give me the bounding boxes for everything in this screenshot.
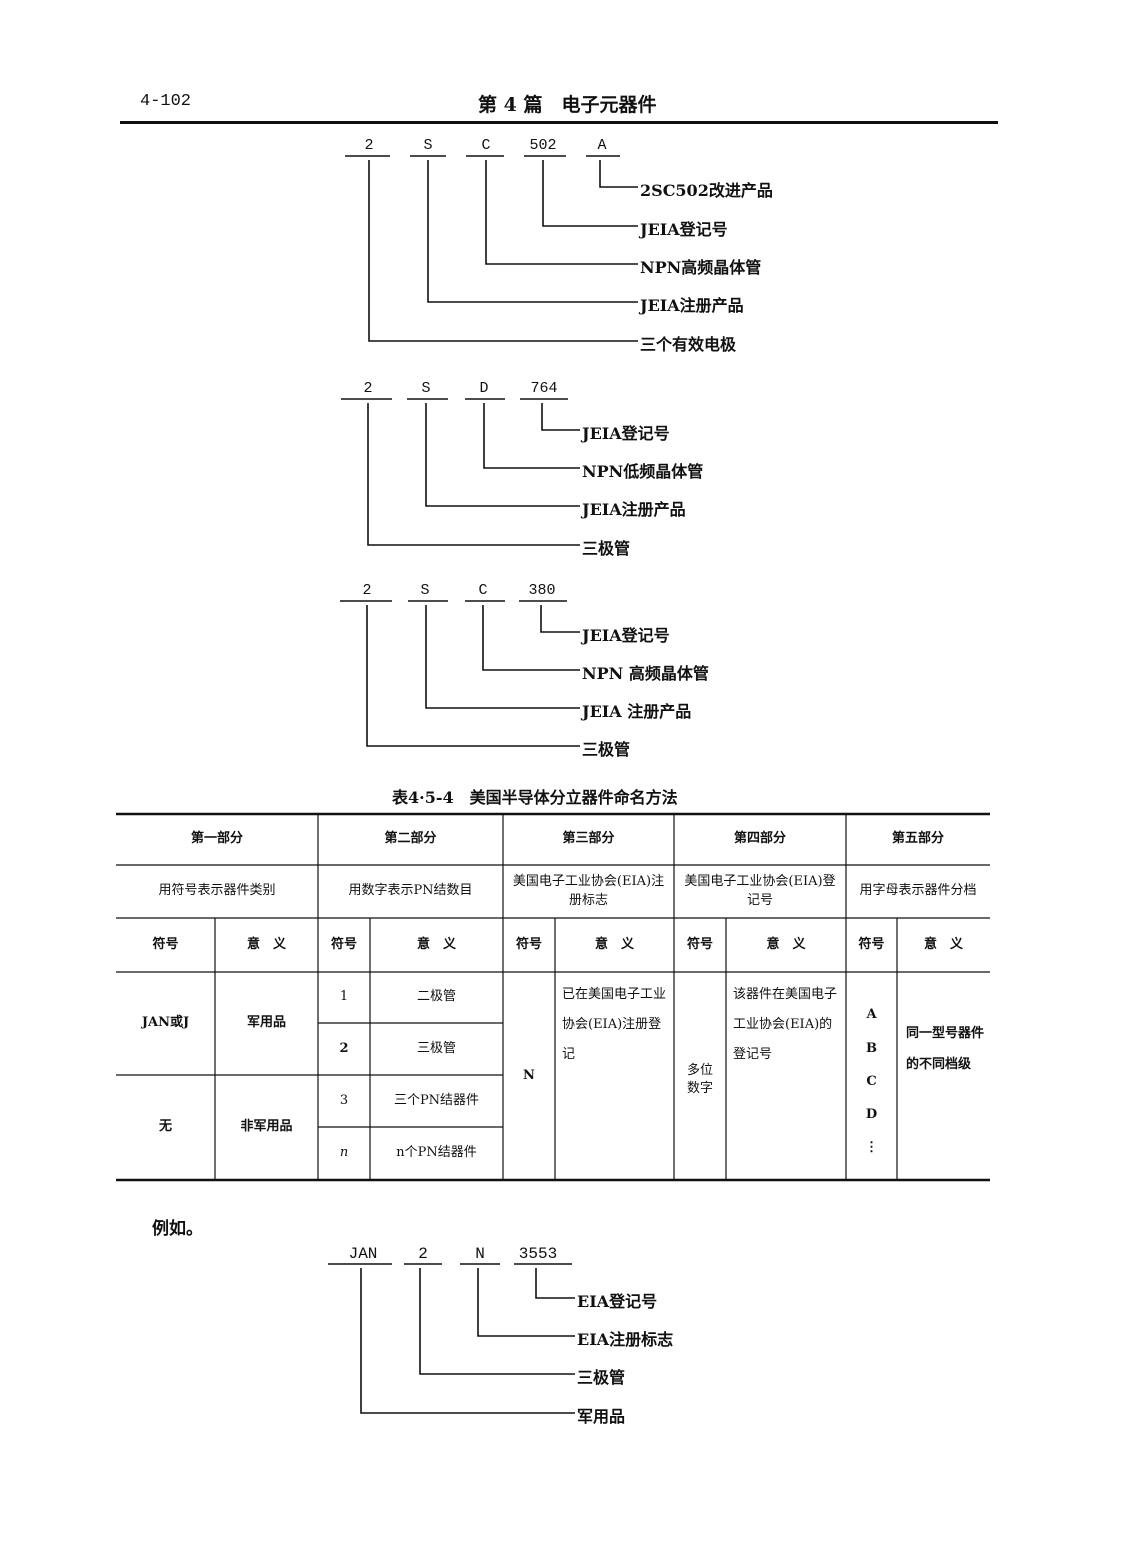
page-number: 4-102 bbox=[140, 92, 192, 111]
table-cell-meaning: 三个PN结器件 bbox=[393, 1092, 480, 1108]
table-cell-meaning: n个PN结器件 bbox=[396, 1145, 477, 1161]
table-part-description: 用符号表示器件类别 bbox=[158, 883, 276, 899]
table-cell-symbol: JAN或J bbox=[141, 1015, 190, 1031]
table-cell-symbol: n bbox=[339, 1145, 349, 1161]
table-cell-meaning: 同一型号器件的不同档级 bbox=[906, 1026, 985, 1073]
table-cell-meaning: 军用品 bbox=[246, 1015, 286, 1031]
table-cell-symbol: ⋮ bbox=[865, 1139, 878, 1155]
diagram-label: JEIA登记号 bbox=[582, 626, 670, 645]
code-char: 502 bbox=[529, 137, 557, 154]
table-col-meaning: 意 义 bbox=[416, 936, 456, 952]
code-char: 2 bbox=[364, 137, 374, 154]
diagram-label: 三极管 bbox=[582, 740, 631, 759]
table-cell-meaning: 已在美国电子工业协会(EIA)注册登记 bbox=[562, 987, 667, 1062]
table-col-symbol: 符号 bbox=[686, 936, 713, 952]
table-col-symbol: 符号 bbox=[152, 936, 179, 952]
table-cell-symbol: 2 bbox=[339, 1040, 349, 1056]
table-cell-symbol: D bbox=[865, 1106, 878, 1122]
diagram-label: 三极管 bbox=[577, 1368, 626, 1387]
table-cell-symbol: B bbox=[866, 1040, 877, 1056]
table-cell-meaning: 该器件在美国电子工业协会(EIA)的登记号 bbox=[733, 987, 838, 1062]
diagram-label: JEIA注册产品 bbox=[582, 500, 686, 519]
table-part-description: 美国电子工业协会(EIA)注册标志 bbox=[512, 873, 665, 908]
code-char: C bbox=[478, 582, 488, 599]
table-cell-symbol: N bbox=[523, 1067, 535, 1083]
table-cell-symbol: 3 bbox=[339, 1092, 349, 1108]
diagram-label: 军用品 bbox=[577, 1407, 626, 1426]
table-cell-symbol: 1 bbox=[339, 989, 349, 1005]
diagram-label: NPN高频晶体管 bbox=[640, 258, 762, 277]
table-part-header: 第三部分 bbox=[562, 831, 615, 847]
code-char: 764 bbox=[530, 380, 558, 397]
code-char: S bbox=[421, 380, 431, 397]
table-part-header: 第五部分 bbox=[891, 831, 944, 847]
table-col-symbol: 符号 bbox=[858, 936, 885, 952]
table-cell-symbol: C bbox=[866, 1073, 877, 1089]
diagram-label: JEIA 注册产品 bbox=[582, 702, 692, 721]
diagram-label: 三极管 bbox=[582, 539, 631, 558]
table-part-description: 用字母表示器件分档 bbox=[859, 883, 977, 899]
table-col-meaning: 意 义 bbox=[766, 936, 806, 952]
table-caption: 表4·5-4 美国半导体分立器件命名方法 bbox=[392, 788, 678, 807]
diagram-label: EIA注册标志 bbox=[577, 1330, 674, 1349]
code-char: JAN bbox=[348, 1245, 378, 1263]
code-char: S bbox=[420, 582, 430, 599]
table-col-meaning: 意 义 bbox=[246, 936, 286, 952]
table-cell-meaning: 非军用品 bbox=[240, 1119, 293, 1135]
table-cell-meaning: 二极管 bbox=[416, 989, 456, 1005]
code-char: C bbox=[481, 137, 491, 154]
code-char: N bbox=[475, 1245, 485, 1263]
code-char: D bbox=[479, 380, 489, 397]
table-cell-symbol: A bbox=[866, 1006, 877, 1022]
table-cell-meaning: 三极管 bbox=[416, 1040, 456, 1056]
code-char: S bbox=[423, 137, 433, 154]
code-char: A bbox=[597, 137, 607, 154]
diagram-label: JEIA注册产品 bbox=[640, 296, 744, 315]
diagram-label: NPN低频晶体管 bbox=[582, 462, 704, 481]
diagram-label: NPN 高频晶体管 bbox=[582, 664, 709, 683]
diagram-label: JEIA登记号 bbox=[640, 220, 728, 239]
code-char: 3553 bbox=[518, 1245, 558, 1263]
diagram-label: 2SC502改进产品 bbox=[640, 181, 773, 200]
table-part-header: 第四部分 bbox=[733, 831, 786, 847]
example-intro: 例如。 bbox=[152, 1219, 203, 1239]
table-cell-symbol: 无 bbox=[158, 1119, 172, 1135]
table-col-meaning: 意 义 bbox=[594, 936, 634, 952]
header-rule bbox=[120, 121, 998, 124]
page-header-title: 第 4 篇 电子元器件 bbox=[478, 94, 657, 116]
code-char: 2 bbox=[362, 582, 372, 599]
diagram-label: JEIA登记号 bbox=[582, 424, 670, 443]
code-char: 2 bbox=[363, 380, 373, 397]
table-part-header: 第二部分 bbox=[384, 831, 437, 847]
table-part-header: 第一部分 bbox=[190, 831, 243, 847]
table-part-description: 美国电子工业协会(EIA)登记号 bbox=[684, 873, 836, 908]
code-char: 380 bbox=[528, 582, 556, 599]
table-cell-symbol: 多位数字 bbox=[686, 1062, 713, 1096]
diagram-label: 三个有效电极 bbox=[640, 335, 737, 354]
code-char: 2 bbox=[418, 1245, 428, 1263]
table-col-symbol: 符号 bbox=[515, 936, 542, 952]
diagram-label: EIA登记号 bbox=[577, 1292, 658, 1311]
table-part-description: 用数字表示PN结数目 bbox=[348, 883, 473, 899]
table-col-symbol: 符号 bbox=[330, 936, 357, 952]
table-col-meaning: 意 义 bbox=[923, 936, 963, 952]
